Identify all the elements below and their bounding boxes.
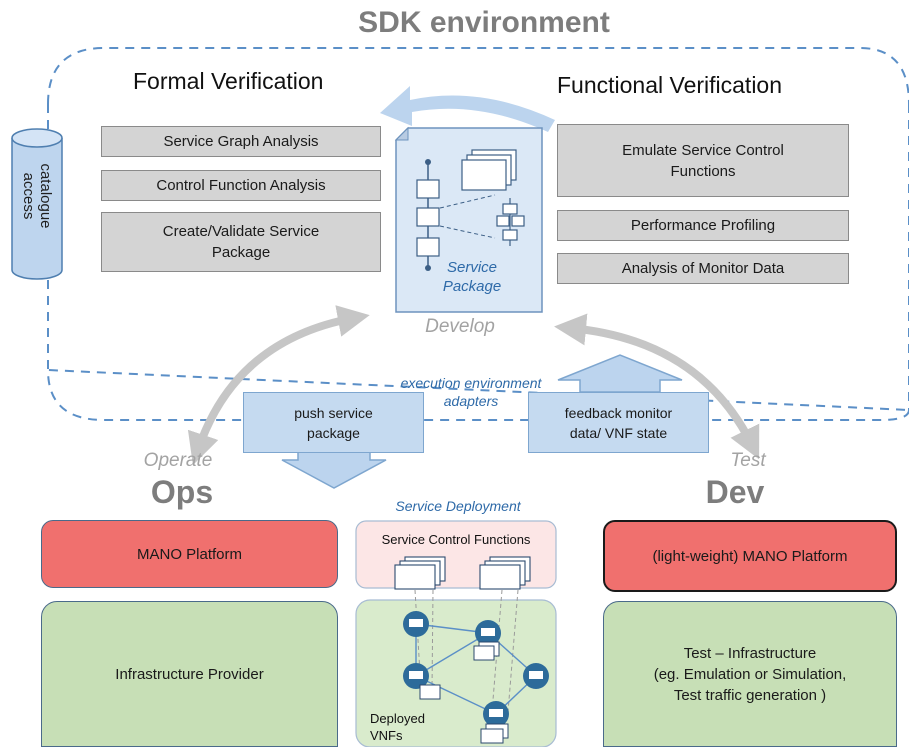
performance-profiling-box: Performance Profiling xyxy=(557,210,849,241)
control-function-analysis-label: Control Function Analysis xyxy=(156,177,326,194)
ops-mano-platform-label: MANO Platform xyxy=(136,545,242,563)
test-label: Test xyxy=(730,450,766,471)
service-control-functions-label: Service Control Functions xyxy=(381,532,531,547)
test-infrastructure-box: Test – Infrastructure (eg. Emulation or … xyxy=(603,601,897,747)
feedback-monitor-box: feedback monitor data/ VNF state xyxy=(528,392,709,453)
monitor-data-analysis-label: Analysis of Monitor Data xyxy=(621,260,785,277)
push-arrow xyxy=(281,451,387,489)
deployed-vnfs-label-line: VNFs xyxy=(370,728,403,743)
service-deployment-label: Service Deployment xyxy=(395,498,521,514)
dev-mano-platform-label: (light-weight) MANO Platform xyxy=(652,547,848,565)
functional-verification-heading: Functional Verification xyxy=(557,72,783,98)
ops-mano-platform-box: MANO Platform xyxy=(41,520,338,588)
infrastructure-provider-box: Infrastructure Provider xyxy=(41,601,338,747)
catalogue-label-line: catalogue xyxy=(37,163,54,229)
create-validate-label: Create/Validate Service xyxy=(162,223,320,240)
catalogue-access-label: catalogue access xyxy=(20,163,54,228)
push-label: package xyxy=(307,424,360,441)
test-infrastructure-label: (eg. Emulation or Simulation, xyxy=(653,665,847,683)
infrastructure-provider-label: Infrastructure Provider xyxy=(115,665,264,683)
scf-stack-right xyxy=(479,556,531,590)
emulate-service-control-box: Emulate Service Control Functions xyxy=(557,124,849,197)
emulate-label: Functions xyxy=(670,162,736,180)
create-validate-package-box: Create/Validate Service Package xyxy=(101,212,381,272)
test-infrastructure-label: Test traffic generation ) xyxy=(673,686,827,704)
service-package-document xyxy=(394,126,543,313)
verification-flow-arrow xyxy=(380,86,555,132)
vnf-node xyxy=(403,663,441,700)
scf-stack-left xyxy=(394,556,446,590)
deployed-vnfs-label-line: Deployed xyxy=(370,711,425,726)
control-function-analysis-box: Control Function Analysis xyxy=(101,170,381,201)
push-service-package-box: push service package xyxy=(243,392,424,453)
performance-profiling-label: Performance Profiling xyxy=(630,217,776,234)
vnf-node xyxy=(480,701,509,744)
test-infrastructure-label: Test – Infrastructure xyxy=(683,644,817,662)
develop-operate-arrow xyxy=(187,305,370,466)
deployed-vnfs-label: Deployed VNFs xyxy=(370,710,425,744)
dev-heading: Dev xyxy=(705,474,765,510)
develop-test-arrow xyxy=(554,313,760,460)
adapters-label-line: adapters xyxy=(443,393,499,409)
monitor-data-analysis-box: Analysis of Monitor Data xyxy=(557,253,849,284)
service-graph-analysis-box: Service Graph Analysis xyxy=(101,126,381,157)
push-label: push service xyxy=(294,404,373,421)
vnf-node xyxy=(403,611,429,637)
emulate-label: Emulate Service Control xyxy=(622,141,784,159)
create-validate-label: Package xyxy=(211,244,271,261)
sdk-environment-frame xyxy=(46,47,909,421)
ops-heading: Ops xyxy=(150,474,214,510)
service-package-label: Service Package xyxy=(443,258,501,296)
catalogue-cylinder xyxy=(11,128,63,280)
adapters-label: execution environment adapters xyxy=(401,374,542,410)
vnf-node xyxy=(523,663,549,689)
formal-verification-heading: Formal Verification xyxy=(133,68,324,94)
develop-label: Develop xyxy=(425,316,495,337)
service-package-label-line: Package xyxy=(442,278,502,295)
dev-mano-platform-box: (light-weight) MANO Platform xyxy=(603,520,897,592)
service-package-label-line: Service xyxy=(446,259,498,276)
adapters-label-line: execution environment xyxy=(400,375,542,391)
feedback-label: data/ VNF state xyxy=(569,424,668,441)
operate-label: Operate xyxy=(143,450,213,471)
feedback-arrow xyxy=(557,354,683,393)
vnf-node xyxy=(473,620,501,661)
service-graph-analysis-label: Service Graph Analysis xyxy=(163,133,319,150)
feedback-label: feedback monitor xyxy=(564,404,673,421)
catalogue-label-line: access xyxy=(20,172,37,220)
diagram-title: SDK environment xyxy=(358,6,610,39)
